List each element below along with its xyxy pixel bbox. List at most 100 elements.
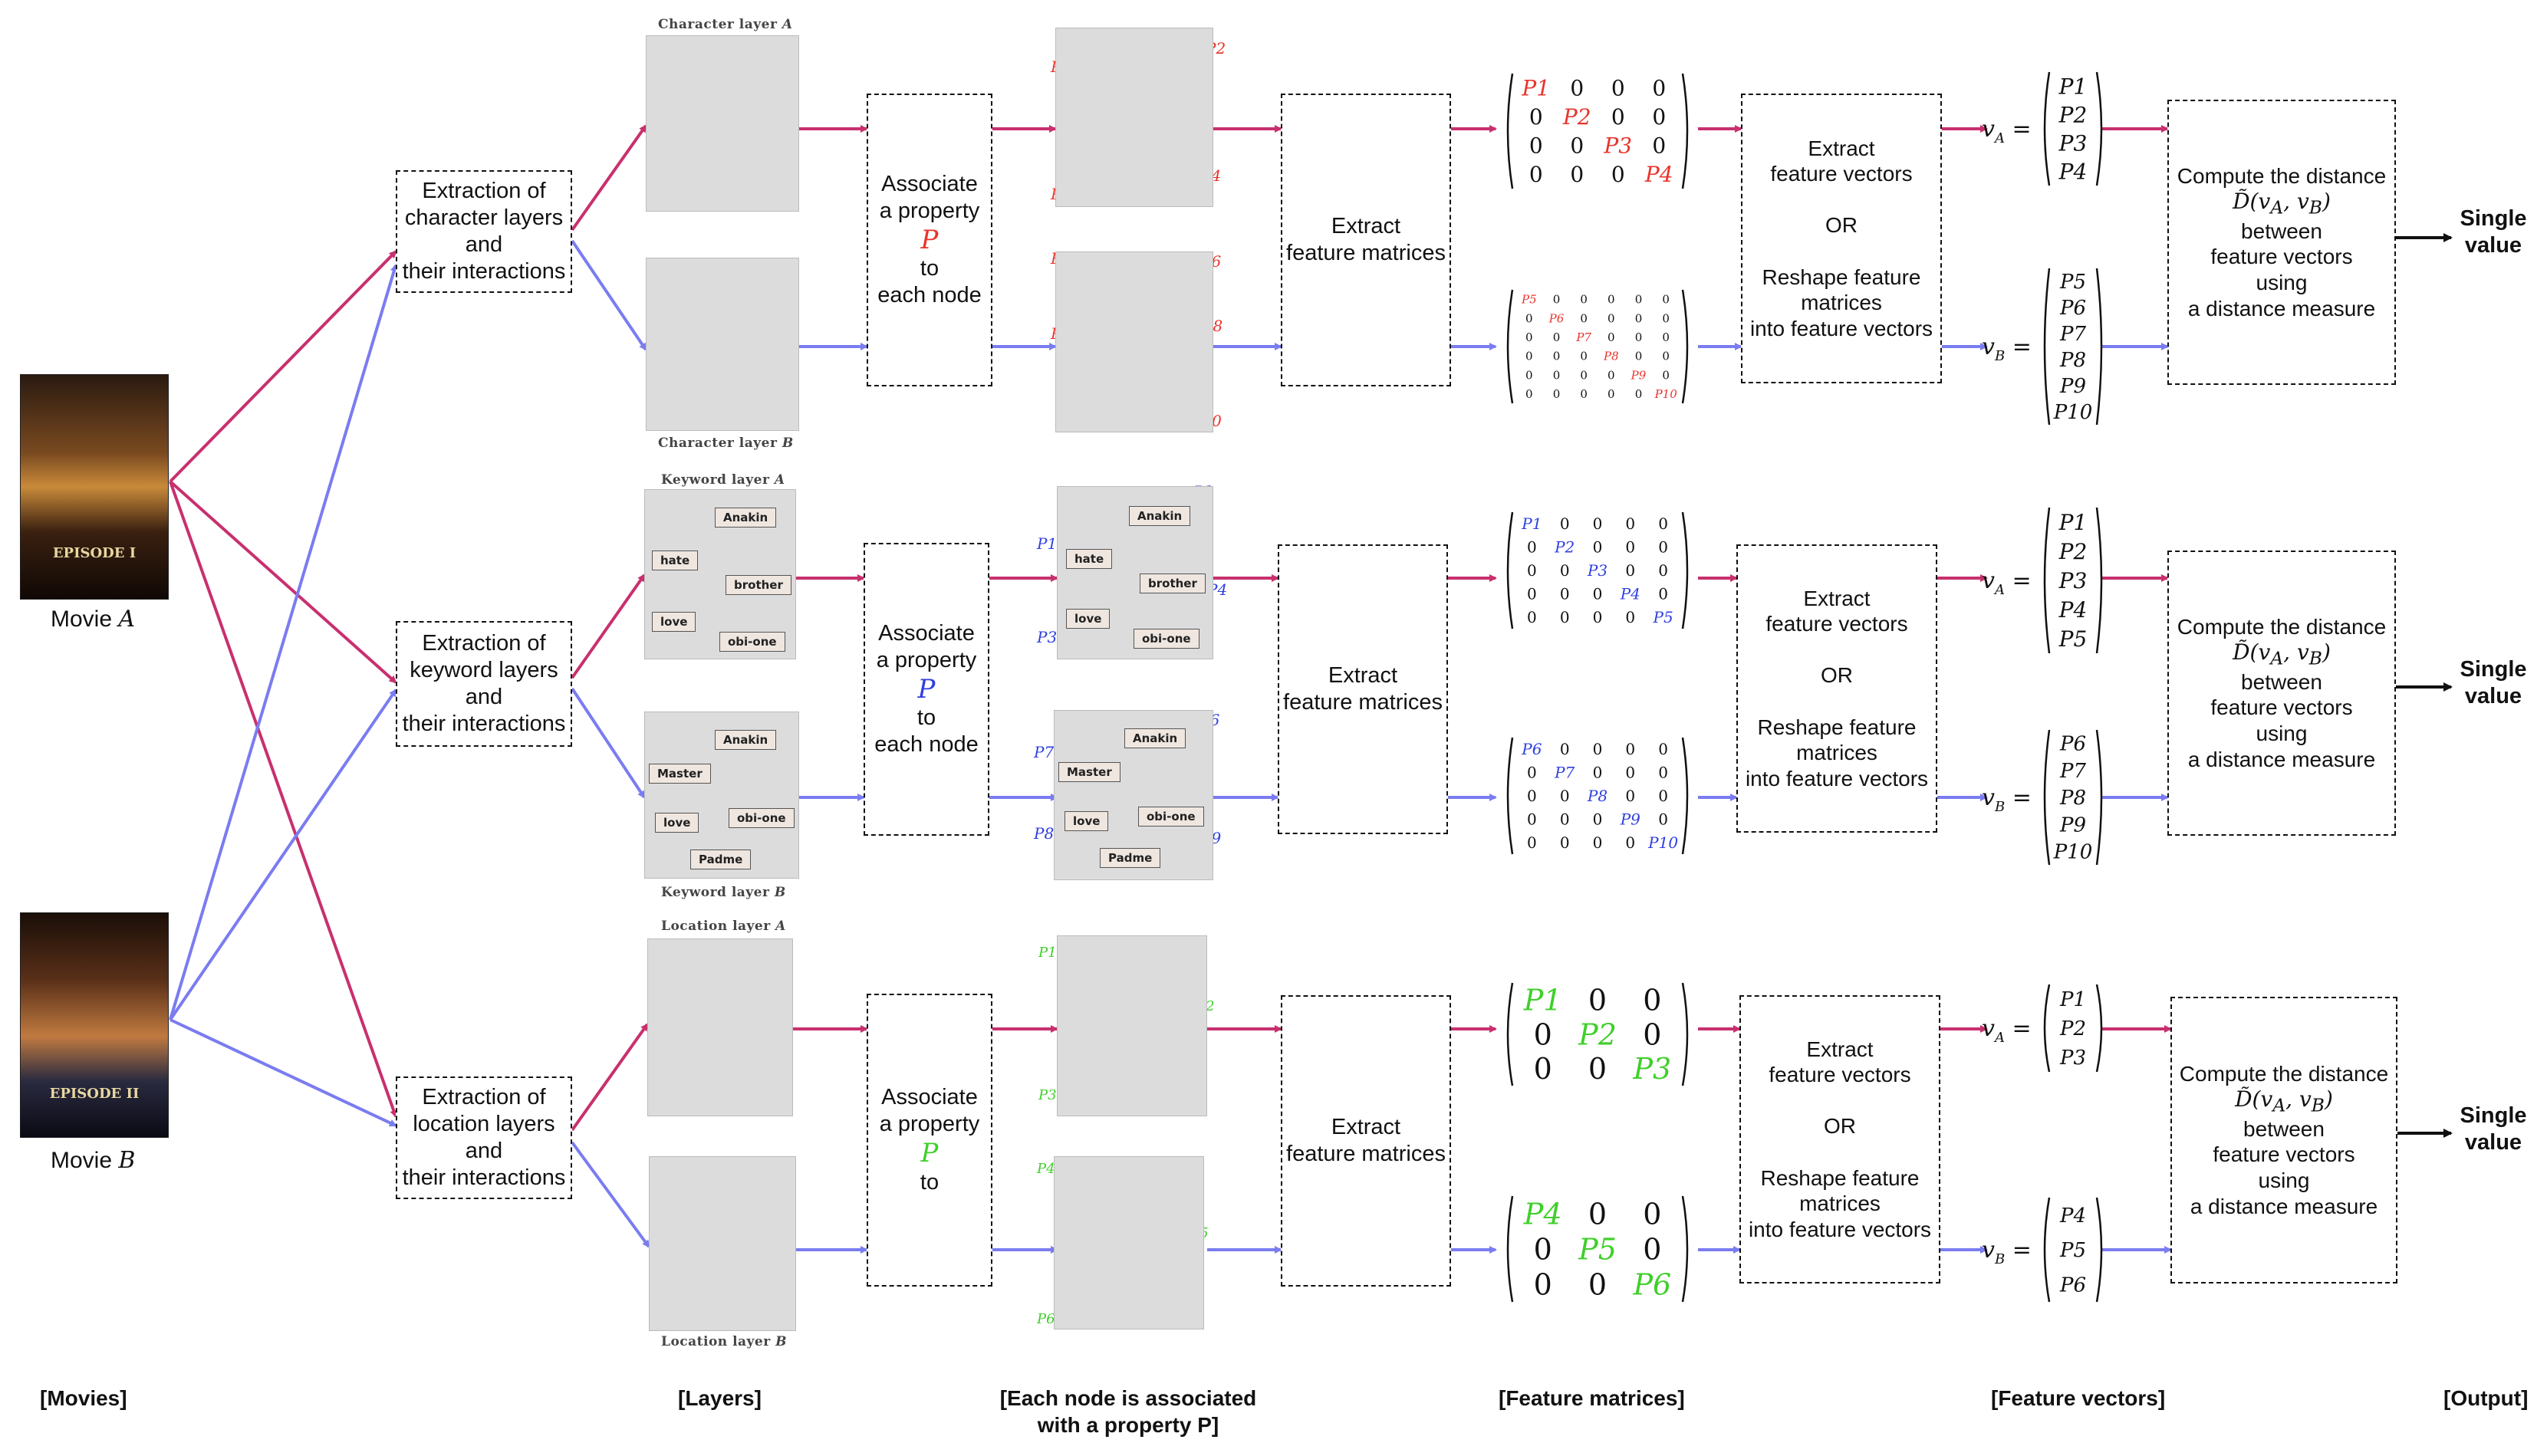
- kw-layer-b-props-property-label: P8: [1033, 824, 1054, 843]
- compute-distance-box-row2: Compute the distance D̃(vA, vB) between …: [2167, 551, 2396, 836]
- loc-layer-b-props-property-label: P4: [1036, 1161, 1055, 1177]
- matrix-char-b-diagonal-cell: P6: [1548, 311, 1565, 325]
- matrix-loc-b-zero-cell: 0: [1534, 1232, 1552, 1266]
- matrix-char-b-zero-cell: 0: [1635, 350, 1643, 363]
- matrix-char-b-zero-cell: 0: [1635, 330, 1643, 344]
- matrix-char-b-zero-cell: 0: [1608, 311, 1615, 325]
- matrix-kw-b-zero-cell: 0: [1527, 787, 1537, 805]
- footer-layers: [Layers]: [678, 1386, 762, 1410]
- movie-a-word: Movie: [51, 606, 113, 632]
- assoc-property-letter: P: [920, 224, 939, 255]
- matrix-char-b-zero-cell: 0: [1525, 350, 1533, 363]
- matrix-char-a-diagonal-cell: P1: [1521, 76, 1550, 101]
- vector-char-b-entry: P7: [2059, 323, 2086, 346]
- feature-vectors-box-row1: Extract feature vectors OR Reshape featu…: [1741, 94, 1942, 383]
- matrix-char-a-zero-cell: 0: [1529, 133, 1543, 159]
- matrix-char-a-zero-cell: 0: [1529, 162, 1543, 187]
- matrix-char-b-zero-cell: 0: [1662, 311, 1670, 325]
- matrix-kw-a-zero-cell: 0: [1527, 608, 1537, 626]
- matrix-char-b-diagonal-cell: P8: [1603, 350, 1619, 363]
- matrix-char-b-zero-cell: 0: [1580, 387, 1588, 401]
- matrix-loc-a-zero-cell: 0: [1643, 984, 1661, 1017]
- matrix-char-b-diagonal-cell: P9: [1631, 368, 1647, 382]
- matrix-loc-a-diagonal-cell: P2: [1578, 1017, 1617, 1051]
- vector-loc-b-entry: P6: [2059, 1274, 2086, 1297]
- vector-kw-b-entry: P8: [2059, 787, 2086, 810]
- kw-layer-b-keyword-node: Master: [649, 764, 711, 784]
- kw-layer-b-props-keyword-node: Anakin: [1124, 728, 1186, 748]
- vector-char-b-symbol: vB =: [1982, 334, 2032, 364]
- character-layer-b-props: [1055, 251, 1213, 432]
- footer-output: [Output]: [2443, 1386, 2529, 1410]
- matrix-char-b-zero-cell: 0: [1525, 368, 1533, 382]
- location-layer-a-props: [1057, 935, 1207, 1116]
- matrix-char-b-zero-cell: 0: [1608, 330, 1615, 344]
- vector-char-b-entry: P5: [2059, 271, 2086, 294]
- matrix-kw-b-diagonal-cell: P8: [1587, 787, 1608, 805]
- kw-layer-a-keyword-node: Anakin: [715, 508, 777, 528]
- arrow-extract-to-loc-b: [571, 1141, 650, 1248]
- matrix-kw-a-zero-cell: 0: [1625, 514, 1635, 533]
- matrix-char-a-diagonal-cell: P4: [1644, 162, 1673, 187]
- assoc-line: to: [916, 705, 936, 731]
- matrix-kw-a-zero-cell: 0: [1625, 608, 1635, 626]
- matrix-kw-b-zero-cell: 0: [1593, 833, 1603, 852]
- character-layer-a-props: [1055, 28, 1213, 207]
- matrix-char-a-zero-cell: 0: [1652, 133, 1666, 159]
- footer-vectors: [Feature vectors]: [1991, 1386, 2166, 1410]
- matrix-char-b-diagonal-cell: P10: [1654, 387, 1678, 401]
- matrix-kw-b-zero-cell: 0: [1625, 764, 1635, 782]
- matrix-loc-a-zero-cell: 0: [1534, 1017, 1552, 1051]
- vector-char-b-entry: P6: [2059, 297, 2086, 320]
- output-single-value-row2: Single value: [2460, 657, 2527, 708]
- vector-loc-a-entry: P1: [2059, 988, 2086, 1011]
- matrix-loc-b-diagonal-cell: P4: [1523, 1197, 1562, 1231]
- matrix-kw-b-zero-cell: 0: [1625, 833, 1635, 852]
- arrow-extract-to-kw-b: [571, 687, 646, 799]
- matrix-char-b-zero-cell: 0: [1662, 330, 1670, 344]
- assoc-line: Associate: [881, 172, 978, 196]
- matrix-kw-a-diagonal-cell: P2: [1554, 538, 1575, 557]
- matrix-loc-a-bracket: [1506, 982, 1689, 1086]
- vector-kw-b-bracket: [2043, 729, 2103, 866]
- caption-text: Keyword layer: [661, 472, 770, 488]
- kw-layer-a-props-keyword-node: hate: [1066, 549, 1113, 569]
- vector-loc-b-entry: P5: [2059, 1239, 2086, 1262]
- vector-kw-a-entry: P2: [2058, 539, 2088, 564]
- matrix-loc-b-bracket: [1506, 1195, 1689, 1303]
- caption-text: Keyword layer: [661, 885, 770, 900]
- assoc-line: a property: [876, 647, 977, 672]
- matrix-kw-b-zero-cell: 0: [1625, 740, 1635, 758]
- compute-distance-box-row1: Compute the distance D̃(vA, vB) between …: [2167, 100, 2396, 385]
- character-layer-a-caption: Character layer A: [658, 17, 793, 32]
- matrix-char-b-zero-cell: 0: [1580, 293, 1588, 307]
- arrow-movie-a-to-character: [169, 250, 397, 483]
- location-layer-b-caption: Location layer B: [661, 1334, 788, 1349]
- loc-layer-b-props-property-label: P6: [1036, 1311, 1055, 1327]
- character-layer-a: [646, 35, 799, 212]
- kw-layer-b-props-keyword-node: Padme: [1100, 848, 1161, 868]
- matrix-kw-a-zero-cell: 0: [1593, 514, 1603, 533]
- vector-char-a-entry: P3: [2058, 130, 2088, 156]
- footer-assoc: [Each node is associated with a property…: [999, 1386, 1257, 1437]
- matrix-kw-b-zero-cell: 0: [1527, 764, 1537, 782]
- vector-loc-b-symbol: vB =: [1982, 1237, 2032, 1267]
- vector-kw-a-bracket: [2043, 507, 2103, 654]
- kw-layer-b-props-property-label: P7: [1033, 743, 1054, 761]
- matrix-kw-b-zero-cell: 0: [1593, 764, 1603, 782]
- vector-loc-a-entry: P2: [2059, 1017, 2086, 1040]
- location-layer-b: [649, 1156, 796, 1331]
- matrix-kw-b-zero-cell: 0: [1527, 833, 1537, 852]
- matrix-kw-b-bracket: [1506, 737, 1689, 855]
- matrix-char-b-zero-cell: 0: [1525, 311, 1533, 325]
- compute-body: between feature vectors using a distance…: [2187, 219, 2376, 320]
- movie-b-poster: EPISODE II: [20, 912, 169, 1138]
- matrix-char-b-zero-cell: 0: [1580, 368, 1588, 382]
- vector-char-b-entry: P9: [2059, 375, 2086, 398]
- poster-b-title: EPISODE II: [49, 1086, 140, 1102]
- matrix-kw-b-zero-cell: 0: [1560, 810, 1570, 828]
- matrix-loc-a-zero-cell: 0: [1588, 1052, 1607, 1086]
- loc-layer-a-props-property-label: P1: [1038, 945, 1057, 961]
- vector-char-b-entry: P8: [2059, 349, 2086, 372]
